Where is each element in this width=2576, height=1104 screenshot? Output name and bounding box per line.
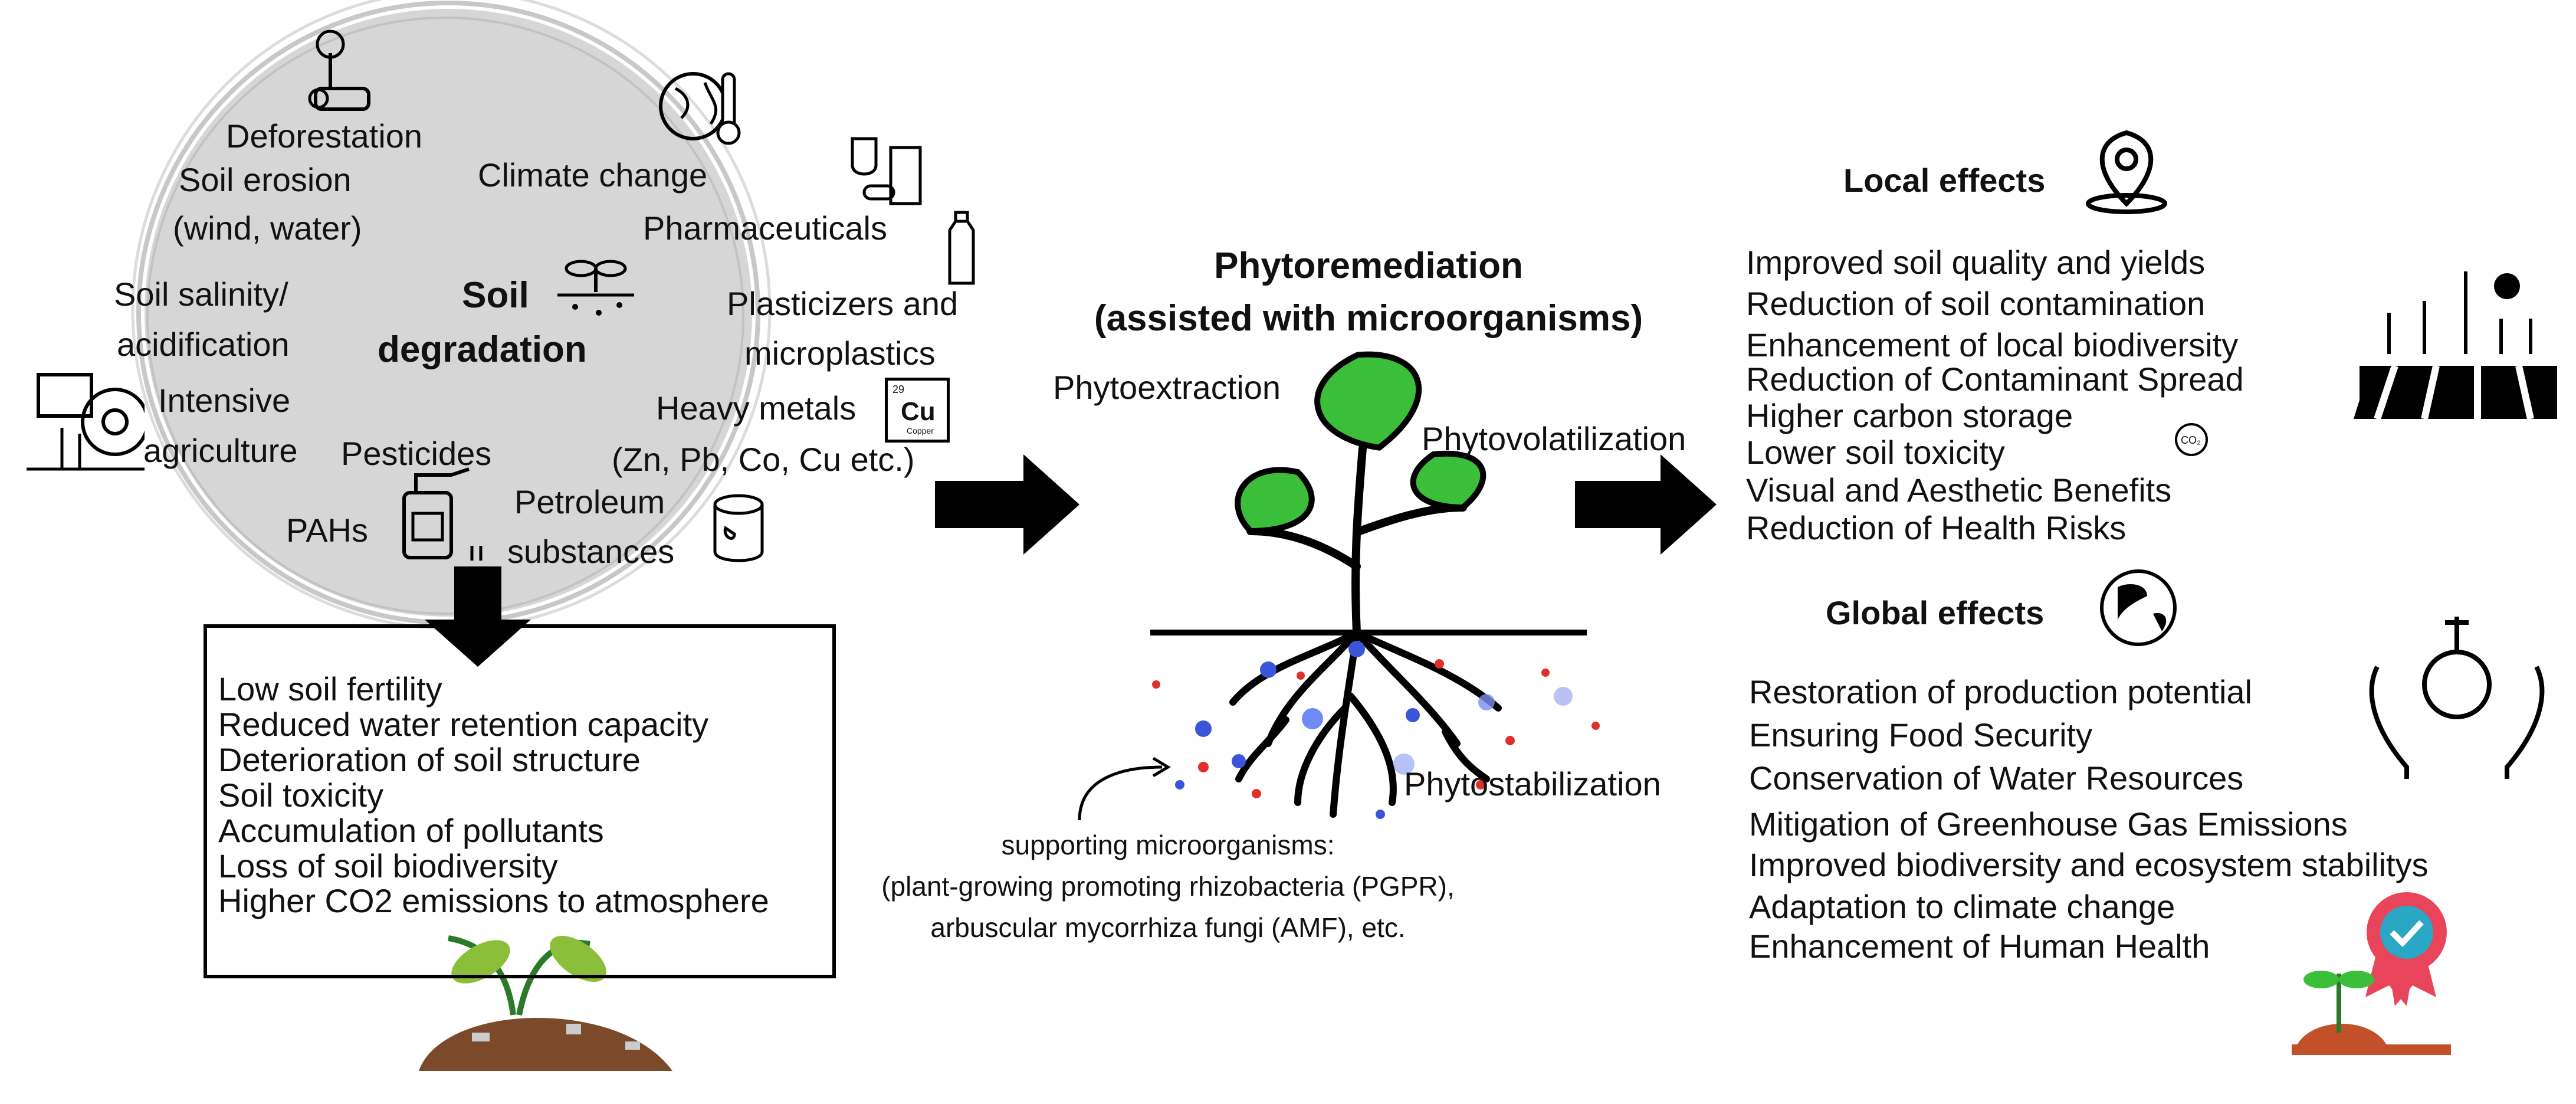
global-effect-item: Ensuring Food Security — [1749, 716, 2093, 754]
consequences-list: Low soil fertility Reduced water retenti… — [218, 671, 769, 919]
phytoextraction-label: Phytoextraction — [1053, 369, 1281, 406]
pointer-arrow — [1078, 765, 1163, 821]
phytostabilization-label: Phytostabilization — [1404, 765, 1661, 802]
soil-degradation-title-line2: degradation — [378, 329, 587, 370]
local-effect-item: Enhancement of local biodiversity — [1746, 326, 2239, 363]
global-effects-heading: Global effects — [1826, 594, 2045, 631]
local-effect-item: Improved soil quality and yields — [1746, 244, 2206, 281]
global-effects-list: Restoration of production potential Ensu… — [1749, 671, 2429, 968]
cause-plasticizers-line1: Plasticizers and — [727, 285, 959, 322]
global-effect-item: Mitigation of Greenhouse Gas Emissions — [1749, 805, 2348, 843]
right-arrow-2 — [1575, 454, 1717, 555]
location-pin-icon — [2086, 130, 2167, 214]
microorganisms-line3: arbuscular mycorrhiza fungi (AMF), etc. — [930, 912, 1406, 943]
consequence-item: Accumulation of pollutants — [218, 811, 604, 849]
cause-heavy-metals-line2: (Zn, Pb, Co, Cu etc.) — [612, 441, 915, 478]
plant-soil-icon — [552, 245, 640, 327]
local-effect-item: Lower soil toxicity — [1746, 434, 2005, 471]
cause-intensive-line2: agriculture — [143, 432, 298, 469]
microorganisms-line1: supporting microorganisms: — [1001, 830, 1335, 860]
plastic-bottle-icon — [941, 209, 982, 289]
phytoremediation-title-line1: Phytoremediation — [1214, 245, 1523, 286]
cause-soil-erosion-line1: Soil erosion — [179, 161, 352, 198]
microorganisms-line2: (plant-growing promoting rhizobacteria (… — [881, 871, 1455, 902]
co2-label: CO₂ — [2181, 434, 2201, 446]
consequence-item: Loss of soil biodiversity — [218, 847, 558, 884]
cause-salinity-line2: acidification — [117, 326, 290, 363]
pesticide-sprayer-icon — [389, 457, 501, 566]
right-arrow-1 — [935, 454, 1079, 555]
local-effect-item: Reduction of soil contamination — [1746, 285, 2206, 322]
leaves — [1235, 351, 1486, 535]
cause-pesticides: Pesticides — [341, 435, 492, 472]
oil-barrel-icon — [702, 487, 776, 566]
phytovolatilization-label: Phytovolatilization — [1422, 420, 1686, 457]
local-effects-list: Improved soil quality and yields Reducti… — [1746, 242, 2244, 549]
local-effects-heading: Local effects — [1843, 162, 2046, 199]
cause-soil-erosion-line2: (wind, water) — [173, 209, 362, 247]
consequence-item: Higher CO2 emissions to atmosphere — [218, 882, 769, 920]
local-effect-item: Reduction of Contaminant Spread — [1746, 361, 2244, 398]
award-badge-icon — [2365, 892, 2447, 1006]
local-effect-item: Higher carbon storage — [1746, 397, 2073, 434]
consequence-item: Low soil fertility — [218, 670, 442, 707]
copper-name: Copper — [907, 426, 934, 435]
cause-climate-change: Climate change — [478, 156, 708, 194]
cause-salinity-line1: Soil salinity/ — [114, 276, 288, 313]
copper-element-icon: 29 Cu Copper — [885, 378, 950, 443]
cause-pharmaceuticals: Pharmaceuticals — [643, 209, 887, 247]
global-effect-item: Improved biodiversity and ecosystem stab… — [1749, 846, 2429, 884]
globe-icon — [2100, 569, 2177, 646]
cause-heavy-metals-line1: Heavy metals — [656, 389, 857, 427]
consequence-item: Deterioration of soil structure — [218, 741, 641, 778]
field-crops-icon — [2354, 271, 2557, 420]
global-effect-item: Adaptation to climate change — [1749, 887, 2175, 925]
copper-number: 29 — [892, 384, 905, 395]
climate-change-icon — [658, 65, 746, 148]
tractor-icon — [27, 357, 149, 475]
consequences-box — [204, 624, 836, 978]
local-effect-item: Visual and Aesthetic Benefits — [1746, 471, 2172, 509]
cause-intensive-line1: Intensive — [158, 382, 291, 419]
soil-dots — [1152, 641, 1600, 819]
cause-pahs: PAHs — [286, 512, 368, 549]
global-effect-item: Enhancement of Human Health — [1749, 927, 2210, 965]
phytoremediation-title-line2: (assisted with microorganisms) — [1094, 298, 1643, 339]
global-effect-item: Restoration of production potential — [1749, 673, 2252, 710]
hands-globe-icon — [2369, 617, 2545, 779]
cause-plasticizers-line2: microplastics — [744, 335, 936, 372]
copper-symbol: Cu — [901, 397, 936, 426]
deforestation-icon — [295, 24, 389, 118]
cause-petroleum-line1: Petroleum — [514, 483, 665, 520]
cause-deforestation: Deforestation — [226, 117, 423, 155]
consequence-item: Reduced water retention capacity — [218, 705, 709, 743]
soil-degradation-circle — [131, 0, 772, 630]
co2-icon — [2175, 423, 2208, 456]
seedling-soil-icon — [2292, 971, 2451, 1055]
pharmaceuticals-icon — [846, 133, 929, 209]
local-effect-item: Reduction of Health Risks — [1746, 509, 2127, 546]
soil-degradation-title-line1: Soil — [462, 275, 529, 316]
cause-petroleum-line2: substances — [507, 533, 675, 570]
roots — [1229, 629, 1502, 818]
down-arrow — [425, 566, 531, 667]
consequence-item: Soil toxicity — [218, 776, 384, 814]
degraded-soil-mound — [419, 935, 672, 1071]
global-effect-item: Conservation of Water Resources — [1749, 759, 2244, 797]
